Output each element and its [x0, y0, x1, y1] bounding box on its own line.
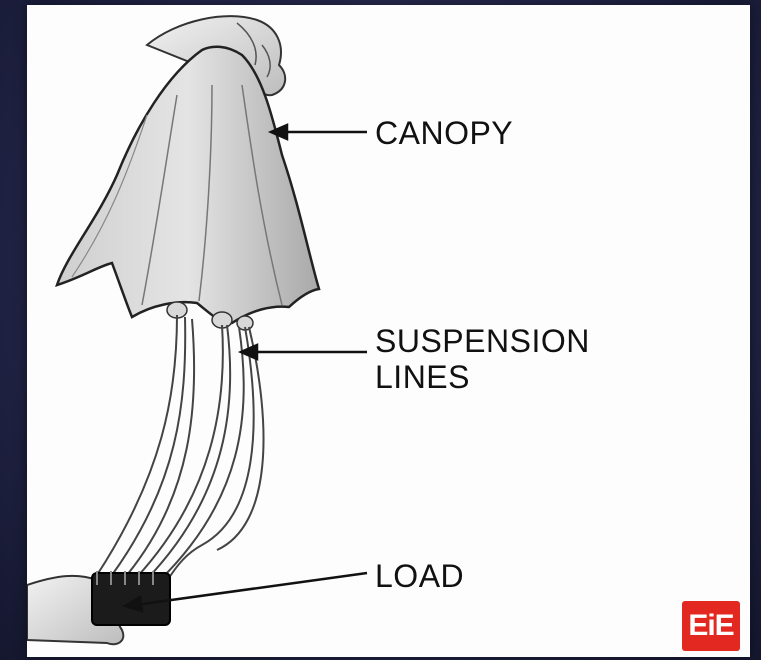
canopy-label: CANOPY: [375, 115, 513, 151]
eie-logo: EiE: [682, 601, 740, 651]
suspension-label-line1: SUSPENSION: [375, 323, 590, 359]
suspension-lines: [97, 315, 264, 581]
diagram-slide: CANOPY SUSPENSION LINES LOAD EiE: [27, 5, 750, 657]
load-label: LOAD: [375, 558, 464, 594]
suspension-lines-label: SUSPENSION LINES: [375, 323, 590, 395]
load-block: [92, 571, 170, 625]
suspension-label-line2: LINES: [375, 359, 590, 395]
